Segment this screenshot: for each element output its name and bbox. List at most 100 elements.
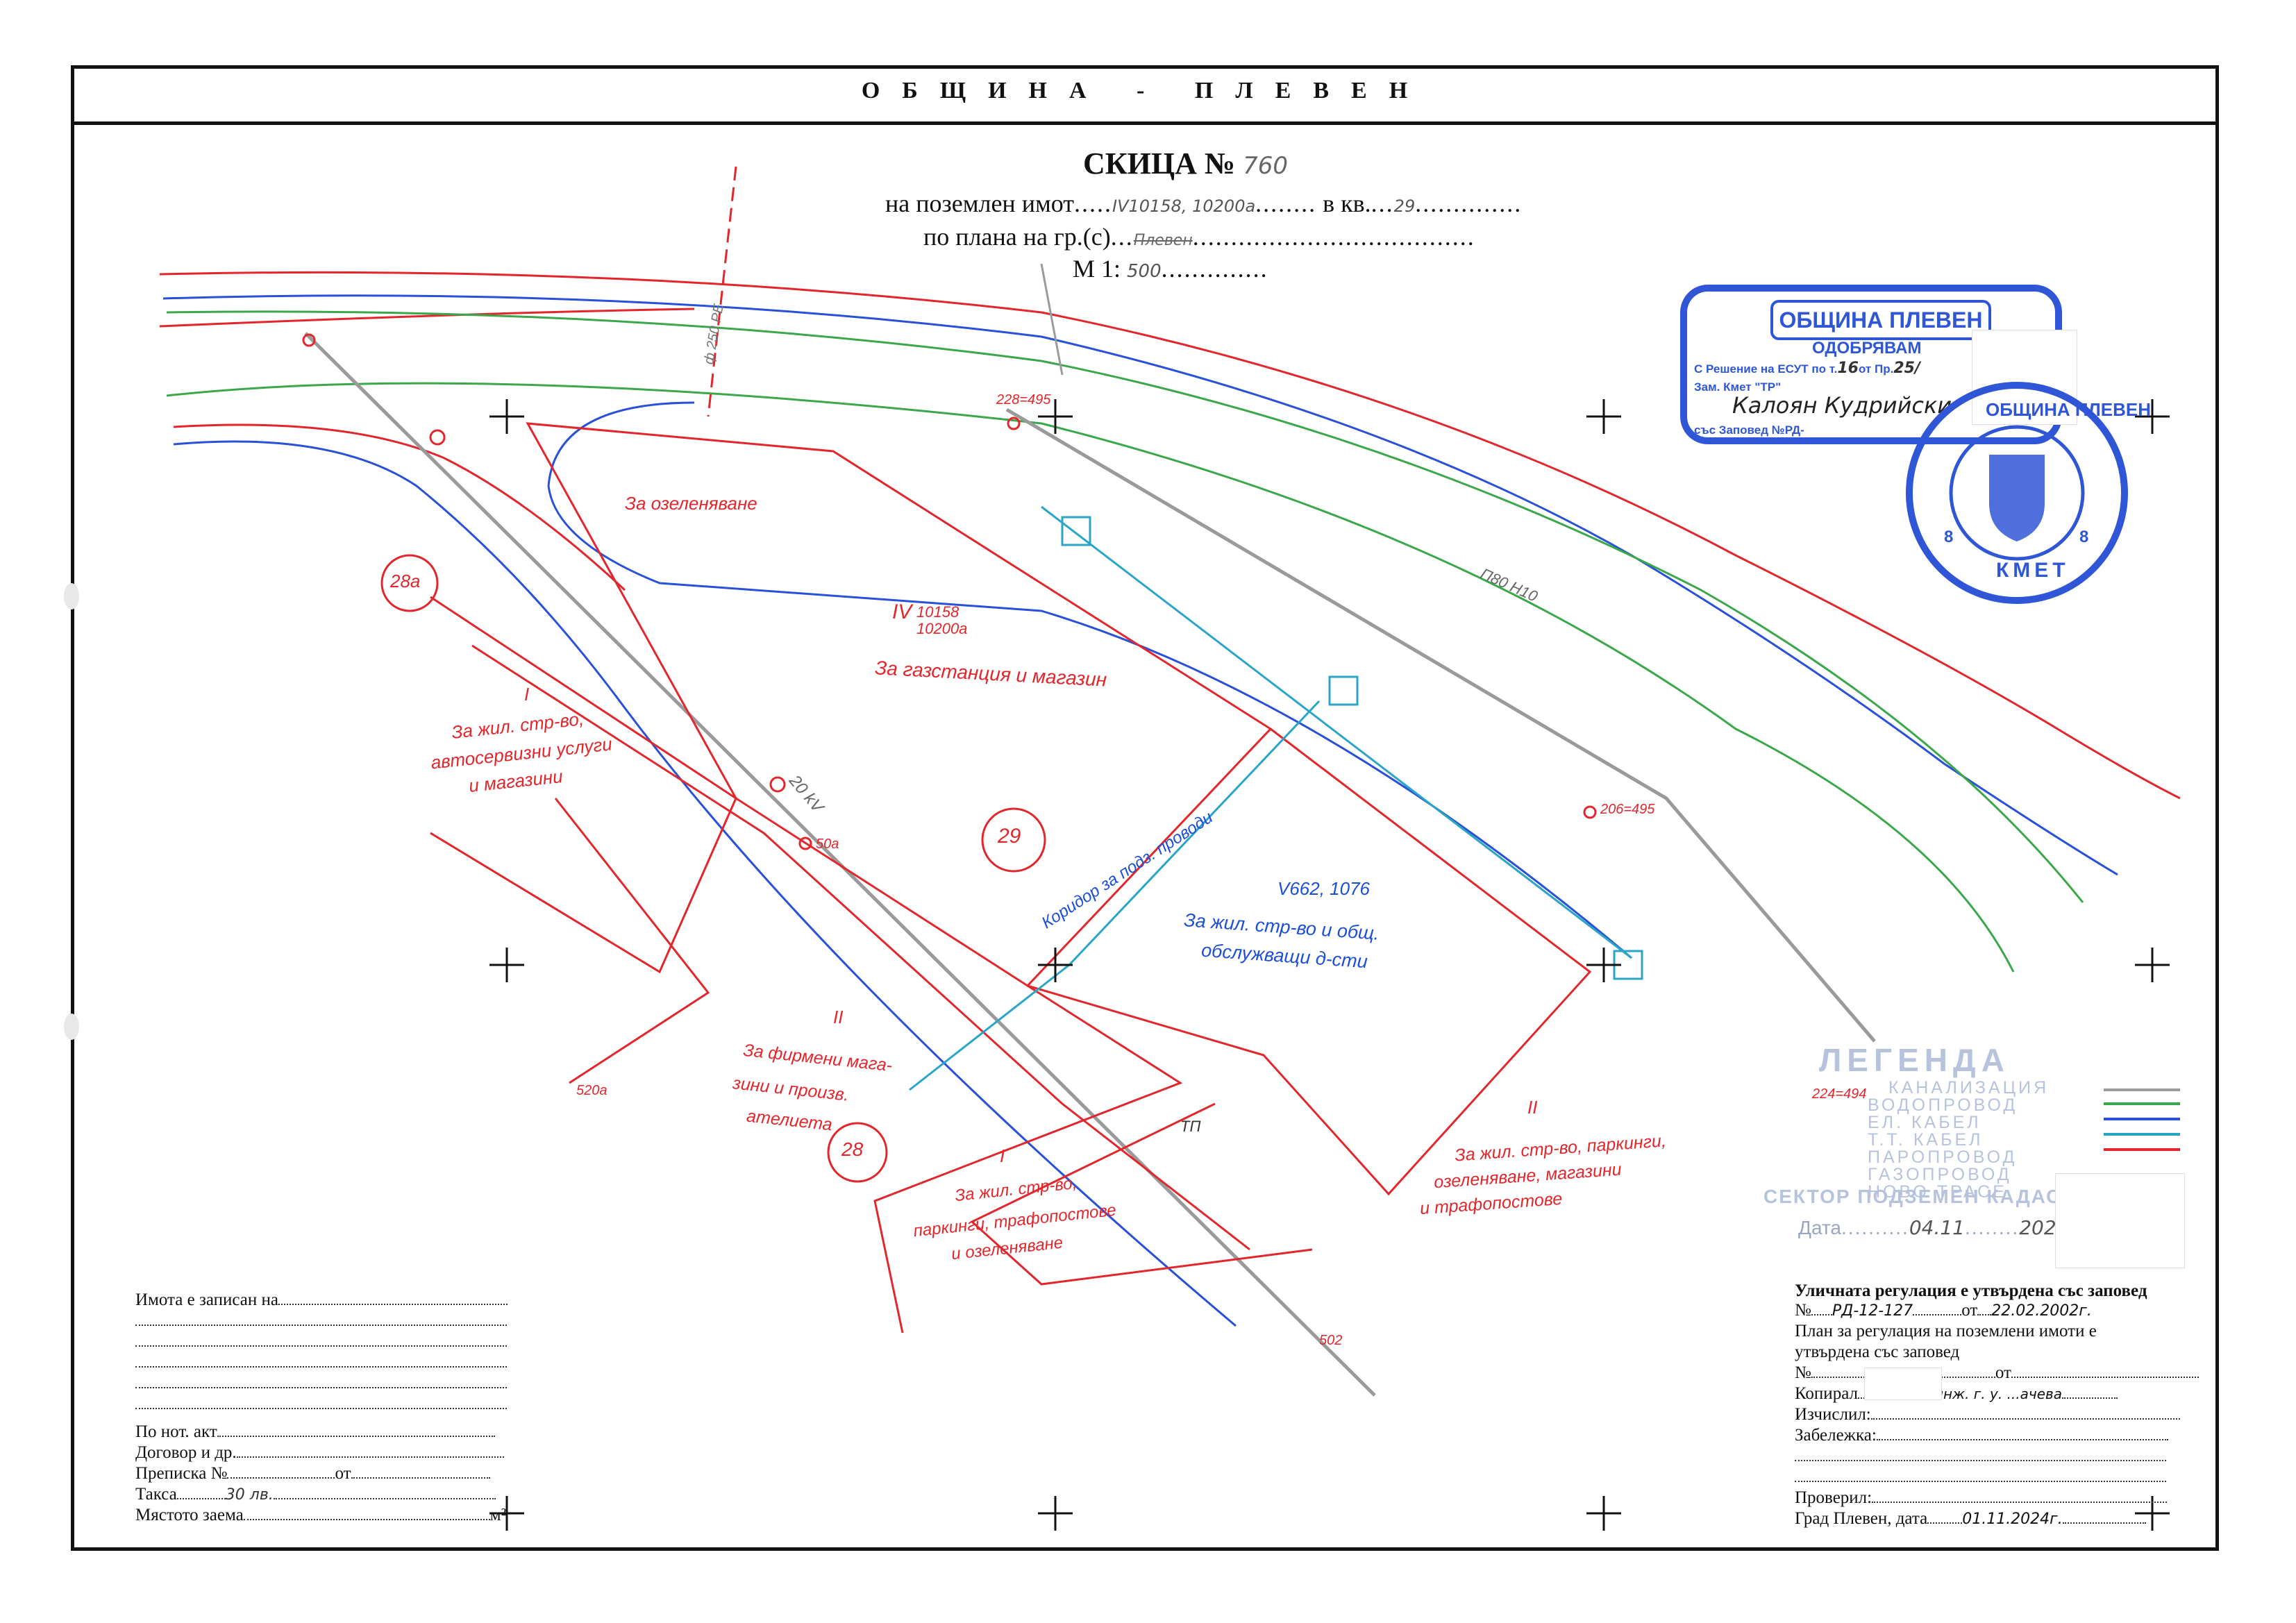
plan-label-2: утвърдена със заповед bbox=[1795, 1343, 1960, 1361]
legend-item-telecom: Т.Т. КАБЕЛ bbox=[1868, 1130, 1984, 1150]
telecom-cable bbox=[1041, 505, 1632, 959]
stamp-decision-from: от Пр. bbox=[1858, 362, 1894, 376]
regulation-line-top bbox=[159, 271, 2181, 800]
sketch-label: СКИЦА № bbox=[1083, 146, 1236, 180]
manhole-2 bbox=[1328, 675, 1359, 706]
water-pipe bbox=[166, 310, 2084, 903]
legend-item-water: ВОДОПРОВОД bbox=[1868, 1095, 2018, 1115]
plan-from-label: от bbox=[1995, 1363, 2011, 1382]
parcel-ii-left-boundary bbox=[873, 984, 1183, 1334]
redaction-copied bbox=[1864, 1368, 1942, 1400]
sketch-number: 760 bbox=[1243, 152, 1289, 180]
property-line: на поземлен имот.....IV10158, 10200а....… bbox=[885, 190, 1523, 217]
block-28-circle bbox=[827, 1122, 888, 1183]
owner-row: Имота е записан на bbox=[135, 1290, 508, 1311]
legend-item-steam: ПАРОПРОВОД bbox=[1868, 1147, 2018, 1167]
electric-cable-top bbox=[162, 294, 2118, 876]
scale-line: М 1: 500.............. bbox=[1073, 255, 1268, 283]
redaction-legend bbox=[2055, 1173, 2185, 1268]
fee-label: Такса bbox=[135, 1485, 177, 1504]
point-label-1: 228=495 bbox=[996, 392, 1051, 407]
scale-label: М 1: bbox=[1073, 255, 1121, 283]
point-label-3: 224=494 bbox=[1812, 1086, 1867, 1102]
water-pipe-2 bbox=[166, 382, 2015, 973]
legend-date-label: Дата bbox=[1798, 1217, 1842, 1238]
city-date-value: 01.11.2024г. bbox=[1962, 1511, 2063, 1528]
stamp-deputy: Зам. Кмет "ТР" bbox=[1694, 380, 1782, 394]
copied-value: инж. г. у. ...ачева bbox=[1934, 1386, 2063, 1402]
parcel-v-boundary bbox=[1027, 728, 1592, 1196]
green-area-label: За озеленяване bbox=[625, 493, 757, 514]
street-no-row: № РД-12-127 от 22.02.2002г. bbox=[1795, 1300, 2092, 1322]
stamp-order: със Заповед №РД- bbox=[1694, 423, 1804, 437]
stamp-decision-line: С Решение на ЕСУТ по т.16от Пр.25/ bbox=[1694, 360, 1920, 377]
plan-label-1: План за регулация на поземлени имоти е bbox=[1795, 1322, 2097, 1340]
lot-iv-ids: 10158 10200а bbox=[916, 603, 968, 637]
contract-label: Договор и др. bbox=[135, 1443, 237, 1462]
street-from-label: от bbox=[1961, 1301, 1978, 1320]
block-28a-circle bbox=[380, 554, 439, 612]
plan-no-row: № от bbox=[1795, 1363, 2199, 1384]
checked-label: Проверил: bbox=[1795, 1488, 1872, 1507]
seal-number-left: 8 bbox=[1944, 528, 1954, 546]
lot-iv-label: IV bbox=[892, 600, 912, 623]
calc-row: Изчислил: bbox=[1795, 1404, 2180, 1425]
notary-row: По нот. акт bbox=[135, 1422, 495, 1443]
municipality-seal bbox=[1906, 382, 2128, 604]
checked-row: Проверил: bbox=[1795, 1488, 2168, 1508]
regulation-line-left-arc bbox=[173, 423, 626, 591]
block-29-circle bbox=[981, 807, 1046, 873]
approval-stamp: ОБЩИНА ПЛЕВЕН ОДОБРЯВАМ С Решение на ЕСУ… bbox=[1680, 285, 2062, 444]
stamp-decision-date: 25/ bbox=[1893, 360, 1920, 377]
manhole-1 bbox=[1061, 516, 1091, 546]
sketch-title: СКИЦА № 760 bbox=[1083, 146, 1288, 181]
stamp-decision: С Решение на ЕСУТ по т. bbox=[1694, 362, 1838, 376]
redaction-stamp bbox=[1972, 330, 2077, 425]
seal-bottom-text: КМЕТ bbox=[1996, 559, 2070, 582]
plan-no-label: № bbox=[1795, 1363, 1811, 1382]
legend-title: ЛЕГЕНДА bbox=[1819, 1042, 2010, 1078]
legend-date-value: 04.11 bbox=[1909, 1216, 1965, 1239]
block-28-label: 28 bbox=[841, 1138, 864, 1160]
road-axis-red bbox=[471, 644, 1250, 1251]
legend-sector: СЕКТОР ПОДЗЕМЕН КАДАСТЪР bbox=[1763, 1186, 2107, 1207]
block-label: в кв. bbox=[1323, 190, 1371, 217]
contract-row: Договор и др. bbox=[135, 1443, 504, 1463]
point-label-5: 520а bbox=[576, 1083, 607, 1098]
tp-label: ТП bbox=[1180, 1118, 1201, 1135]
punch-hole-top bbox=[64, 583, 79, 609]
street-regulation-label: Уличната регулация е утвърдена със запов… bbox=[1795, 1281, 2147, 1300]
header-divider bbox=[71, 121, 2219, 125]
grid-crosses bbox=[489, 399, 2170, 1531]
road-boundary-left bbox=[554, 798, 710, 1084]
area-label: Мястото заема bbox=[135, 1506, 244, 1524]
sewer-line-right bbox=[1005, 407, 1876, 1043]
municipality-header: ОБЩИНА - ПЛЕВЕН bbox=[861, 78, 1430, 103]
legend-item-electric: ЕЛ. КАБЕЛ bbox=[1868, 1113, 1981, 1132]
legend-item-gas: ГАЗОПРОВОД bbox=[1868, 1165, 2012, 1184]
point-label-6: 50а bbox=[816, 836, 839, 852]
street-no-label: № bbox=[1795, 1301, 1811, 1320]
block-value: 29 bbox=[1393, 196, 1416, 216]
city-date-row: Град Плевен, дата 01.11.2024г. bbox=[1795, 1508, 2146, 1530]
lot-ii-left-numeral: II bbox=[833, 1007, 844, 1027]
property-label: на поземлен имот bbox=[885, 190, 1075, 217]
city-date-label: Град Плевен, дата bbox=[1795, 1509, 1928, 1528]
stamp-decision-item: 16 bbox=[1837, 360, 1859, 377]
street-date-value: 22.02.2002г. bbox=[1991, 1302, 2092, 1320]
parcel-iv-boundary bbox=[526, 422, 1273, 987]
owner-label: Имота е записан на bbox=[135, 1290, 278, 1309]
stamp-org: ОБЩИНА ПЛЕВЕН bbox=[1770, 300, 1991, 340]
seal-top-text: ОБЩИНА ПЛЕВЕН bbox=[1986, 399, 2152, 420]
legend-date-row: Дата..........04.11........2024 bbox=[1798, 1216, 2069, 1239]
property-value: IV10158, 10200а bbox=[1112, 196, 1256, 216]
plan-label: по плана на гр.(с) bbox=[923, 223, 1111, 251]
stamp-signer: Калоян Кудрийски bbox=[1732, 392, 1952, 419]
legend-item-sewer: КАНАЛИЗАЦИЯ bbox=[1888, 1078, 2050, 1098]
parcel-i-bottom-boundary bbox=[970, 1102, 1313, 1286]
point-label-2: 206=495 bbox=[1600, 802, 1655, 817]
street-no-value: РД-12-127 bbox=[1832, 1302, 1913, 1320]
